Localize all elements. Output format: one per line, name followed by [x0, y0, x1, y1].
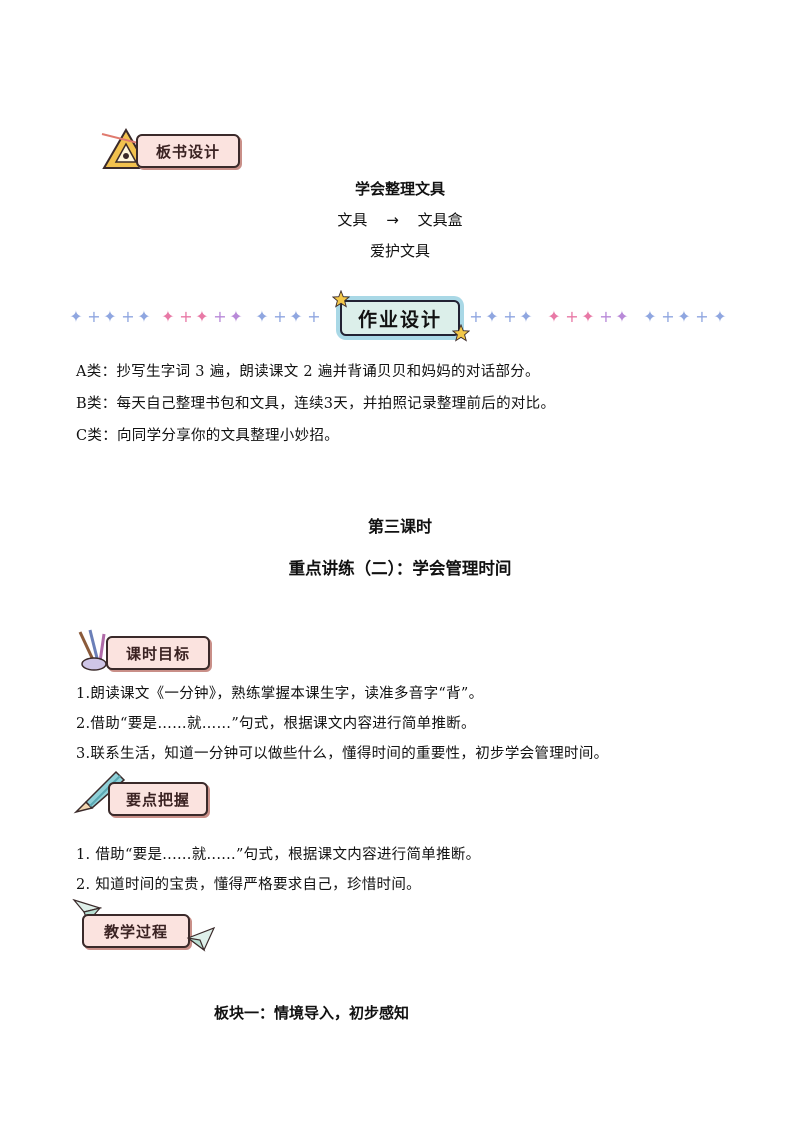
keypoint-item-2: 2. 知道时间的宝贵，懂得严格要求自己，珍惜时间。 — [76, 877, 421, 893]
homework-item-b: B类：每天自己整理书包和文具，连续3天，并拍照记录整理前后的对比。 — [76, 396, 556, 412]
svg-text:+: + — [599, 307, 612, 326]
homework-badge: 作业设计 — [340, 300, 460, 336]
svg-text:+: + — [503, 307, 516, 326]
lesson-title: 第三课时 — [367, 517, 432, 536]
homework-badge-label: 作业设计 — [357, 308, 442, 331]
svg-text:+: + — [273, 307, 286, 326]
svg-text:✦: ✦ — [70, 307, 83, 326]
svg-text:+: + — [307, 307, 320, 326]
svg-text:+: + — [179, 307, 192, 326]
svg-text:✦: ✦ — [615, 307, 628, 326]
keypoints-badge-label: 要点把握 — [125, 790, 190, 809]
svg-text:+: + — [121, 307, 134, 326]
goals-badge-label: 课时目标 — [125, 644, 190, 663]
star-icon — [332, 290, 350, 308]
svg-text:✦: ✦ — [643, 307, 656, 326]
svg-text:✦: ✦ — [195, 307, 208, 326]
board-line-3: 爱护文具 — [369, 242, 430, 260]
goal-item-1: 1.朗读课文《一分钟》，熟练掌握本课生字，读准多音字“背”。 — [76, 686, 484, 702]
homework-item-c: C类：向同学分享你的文具整理小妙招。 — [76, 428, 339, 444]
homework-item-a: A类：抄写生字词 3 遍，朗读课文 2 遍并背诵贝贝和妈妈的对话部分。 — [76, 364, 540, 380]
svg-text:✦: ✦ — [677, 307, 690, 326]
svg-text:+: + — [661, 307, 674, 326]
svg-text:✦: ✦ — [161, 307, 174, 326]
homework-badge-wrap: 作业设计 — [332, 290, 470, 342]
svg-text:✦: ✦ — [519, 307, 532, 326]
goals-badge: 课时目标 — [106, 636, 210, 670]
svg-text:✦: ✦ — [485, 307, 498, 326]
star-icon — [452, 324, 470, 342]
goal-item-2: 2.借助“要是……就……”句式，根据课文内容进行简单推断。 — [76, 716, 476, 732]
process-badge-label: 教学过程 — [103, 922, 168, 941]
board-line-2: 文具 → 文具盒 — [0, 209, 800, 230]
board-design-section: 板书设计 — [100, 126, 250, 169]
paper-plane-icon — [186, 926, 216, 952]
board-design-badge-label: 板书设计 — [155, 142, 220, 161]
svg-text:✦: ✦ — [581, 307, 594, 326]
svg-text:+: + — [87, 307, 100, 326]
paintbrush-icon — [78, 629, 107, 671]
process-block-1: 板块一：情境导入，初步感知 — [214, 1004, 410, 1022]
goals-section: 课时目标 — [72, 628, 212, 672]
process-badge: 教学过程 — [82, 914, 190, 948]
svg-text:✦: ✦ — [255, 307, 268, 326]
svg-text:✦: ✦ — [713, 307, 726, 326]
process-section: 教学过程 — [72, 898, 222, 956]
goal-item-3: 3.联系生活，知道一分钟可以做些什么，懂得时间的重要性，初步学会管理时间。 — [76, 746, 609, 762]
board-title: 学会整理文具 — [354, 180, 445, 198]
svg-text:+: + — [695, 307, 708, 326]
keypoints-badge: 要点把握 — [108, 782, 208, 816]
board-design-badge: 板书设计 — [136, 134, 240, 168]
svg-text:+: + — [565, 307, 578, 326]
lesson-subtitle: 重点讲练（二）：学会管理时间 — [288, 559, 512, 578]
board-line-left: 文具 — [337, 211, 368, 229]
svg-text:✦: ✦ — [289, 307, 302, 326]
board-line-right: 文具盒 — [417, 211, 463, 229]
svg-text:✦: ✦ — [137, 307, 150, 326]
keypoint-item-1: 1. 借助“要是......就......”句式，根据课文内容进行简单推断。 — [76, 847, 481, 863]
svg-text:✦: ✦ — [547, 307, 560, 326]
sparkle-divider-left: ✦ + ✦ + ✦ ✦ + ✦ + ✦ ✦ + ✦ + — [70, 307, 321, 326]
keypoints-section: 要点把握 — [72, 768, 212, 818]
svg-text:+: + — [470, 307, 483, 326]
pencil-icon — [73, 770, 126, 814]
sparkle-divider-right: + ✦ + ✦ ✦ + ✦ + ✦ ✦ + ✦ + ✦ — [470, 307, 727, 326]
svg-text:✦: ✦ — [103, 307, 116, 326]
svg-text:✦: ✦ — [229, 307, 242, 326]
arrow-icon: → — [386, 211, 399, 229]
svg-text:+: + — [213, 307, 226, 326]
